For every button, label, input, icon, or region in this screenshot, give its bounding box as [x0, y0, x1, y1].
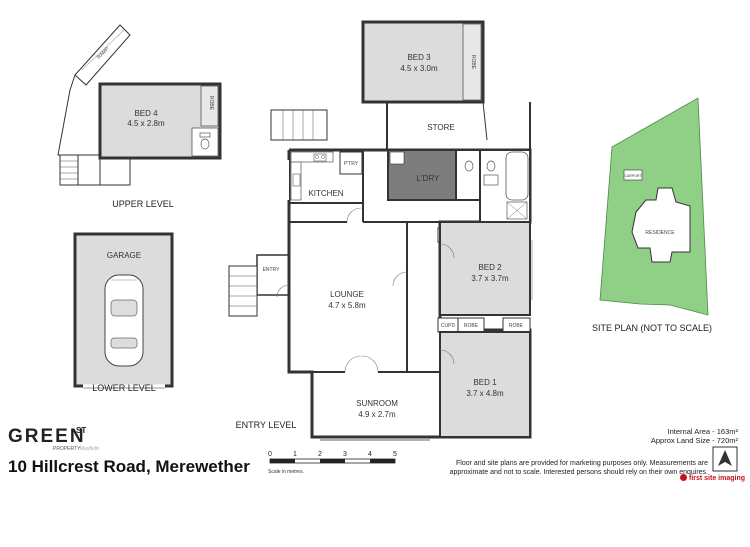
- north-stairs: [270, 109, 328, 141]
- robe-label-bed4: ROBE: [208, 96, 214, 111]
- room-bed3-name: BED 3: [407, 53, 431, 62]
- room-entry-name: ENTRY: [263, 267, 281, 273]
- brand-logo-superscript: ST: [76, 426, 87, 435]
- brand-logo-mayfield: Mayfield: [80, 446, 99, 452]
- scale-tick-0: 0: [268, 451, 272, 458]
- room-bed1-size: 3.7 x 4.8m: [466, 389, 504, 398]
- cupd-label-bed: CUPD: [441, 323, 456, 329]
- entry-level-plan: ROBE BED 3 4.5 x 3.0m STORE KITCHEN P'TR…: [228, 20, 533, 441]
- room-sunroom-size: 4.9 x 2.7m: [358, 410, 396, 419]
- brand-logo: GREEN ST PROPERTY Mayfield: [8, 426, 99, 452]
- scale-bar: 0 1 2 3 4 5: [268, 451, 397, 464]
- room-sunroom-name: SUNROOM: [356, 399, 398, 408]
- entry-level-label: ENTRY LEVEL: [236, 420, 297, 430]
- residence-label: RESIDENCE: [645, 230, 675, 236]
- scale-tick-1: 1: [293, 451, 297, 458]
- robe-label-bed3: ROBE: [470, 55, 476, 70]
- carport-label: CARPORT: [624, 174, 642, 178]
- room-bed1: [439, 331, 531, 438]
- room-bed4-size: 4.5 x 2.8m: [127, 119, 165, 128]
- room-store-name: STORE: [427, 123, 454, 132]
- room-bed2: [439, 221, 531, 316]
- room-lounge-name: LOUNGE: [330, 290, 364, 299]
- brand-logo-sub: PROPERTY: [53, 446, 81, 452]
- credit-dot-icon: [680, 474, 687, 481]
- room-laundry-name: L'DRY: [417, 174, 440, 183]
- upper-level-label: UPPER LEVEL: [112, 199, 174, 209]
- credit-text: first site imaging: [689, 475, 746, 482]
- disclaimer-line-2: approximate and not to scale. Interested…: [449, 469, 708, 476]
- upper-level-plan: RAMP ROBE BED 4 4.5 x 2.8m UPPER LEVEL: [57, 24, 222, 209]
- brand-logo-text: GREEN: [8, 426, 86, 447]
- room-bed4-name: BED 4: [134, 109, 158, 118]
- scale-tick-3: 3: [343, 451, 347, 458]
- scale-tick-5: 5: [393, 451, 397, 458]
- north-arrow-icon: [712, 446, 738, 472]
- lower-level-plan: GARAGE LOWER LEVEL: [73, 232, 174, 393]
- land-size: Approx Land Size - 720m²: [650, 436, 738, 445]
- room-garage-name: GARAGE: [107, 251, 141, 260]
- scale-label: Scale in metres.: [268, 469, 304, 475]
- entry-stairs: [228, 265, 258, 317]
- site-plan-label: SITE PLAN (NOT TO SCALE): [592, 323, 712, 333]
- disclaimer: Floor and site plans are provided for ma…: [440, 459, 708, 477]
- ramp: [74, 24, 131, 86]
- scale-tick-2: 2: [318, 451, 322, 458]
- room-bed2-size: 3.7 x 3.7m: [471, 274, 509, 283]
- room-bed1-name: BED 1: [473, 378, 497, 387]
- room-pantry-name: P'TRY: [344, 161, 359, 167]
- lower-level-label-visible: LOWER LEVEL: [92, 383, 156, 393]
- disclaimer-line-1: Floor and site plans are provided for ma…: [456, 460, 708, 467]
- property-address: 10 Hillcrest Road, Merewether: [8, 457, 250, 476]
- internal-area: Internal Area - 163m²: [667, 427, 738, 436]
- upper-stairs: [59, 154, 131, 186]
- room-kitchen-name: KITCHEN: [308, 189, 343, 198]
- scale-tick-4: 4: [368, 451, 372, 458]
- area-summary: Internal Area - 163m² Approx Land Size -…: [651, 427, 738, 445]
- credit-logo: first site imaging: [680, 474, 745, 482]
- room-lounge-size: 4.7 x 5.8m: [328, 301, 366, 310]
- room-wc: [455, 149, 481, 201]
- site-plan: RESIDENCE CARPORT SITE PLAN (NOT TO SCAL…: [592, 97, 712, 333]
- room-bed2-name: BED 2: [478, 263, 502, 272]
- robe-label-bed1: ROBE: [509, 323, 524, 329]
- room-bed3-size: 4.5 x 3.0m: [400, 64, 438, 73]
- car-icon: [104, 274, 144, 367]
- robe-label-bed2: ROBE: [464, 323, 479, 329]
- site-residence: [631, 187, 691, 263]
